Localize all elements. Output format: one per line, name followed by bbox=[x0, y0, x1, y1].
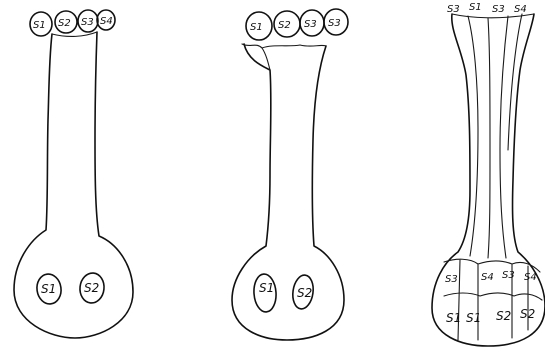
top-label-3: S3 bbox=[304, 19, 317, 30]
bottom-label-6: S1 bbox=[466, 311, 481, 325]
bottom-label-2: S4 bbox=[481, 272, 494, 283]
bottom-cell-1: S1 bbox=[35, 272, 63, 305]
top-label-1: S3 bbox=[447, 4, 460, 15]
top-cell-2: S2 bbox=[55, 11, 77, 33]
bottom-label-1: S1 bbox=[41, 282, 56, 296]
top-lip bbox=[52, 32, 97, 36]
top-cell-4: S3 bbox=[324, 9, 348, 35]
flask-outline bbox=[14, 32, 133, 338]
torn-top bbox=[242, 44, 326, 48]
top-label-1: S1 bbox=[250, 22, 263, 33]
sketch-3: S3 S1 S3 S4 S3 S4 S3 S4 S1 S1 S2 S2 bbox=[432, 2, 545, 346]
flask-outline bbox=[232, 44, 344, 340]
top-cell-4: S4 bbox=[97, 10, 115, 30]
top-label-4: S3 bbox=[328, 18, 341, 29]
top-cell-1: S1 bbox=[246, 12, 272, 40]
sketch-2: S1 S2 S3 S3 S1 S2 bbox=[232, 9, 348, 340]
top-label-1: S1 bbox=[33, 20, 46, 31]
top-label-2: S2 bbox=[278, 20, 291, 31]
bottom-label-8: S2 bbox=[520, 307, 535, 321]
bottom-label-1: S3 bbox=[445, 274, 458, 285]
top-label-4: S4 bbox=[514, 4, 527, 15]
bottom-label-2: S2 bbox=[297, 286, 312, 300]
top-cell-2: S2 bbox=[274, 11, 300, 37]
bottom-cell-1: S1 bbox=[253, 273, 278, 312]
top-label-2: S2 bbox=[58, 18, 71, 29]
top-label-3: S3 bbox=[492, 4, 505, 15]
bottom-cell-2: S2 bbox=[78, 272, 105, 304]
top-label-4: S4 bbox=[100, 16, 113, 27]
strand-3 bbox=[500, 16, 508, 258]
bottom-label-4: S4 bbox=[524, 272, 537, 283]
top-cell-3: S3 bbox=[300, 10, 324, 36]
sketch-1: S1 S2 S3 S4 S1 S2 bbox=[14, 10, 133, 338]
bottom-label-5: S1 bbox=[446, 311, 461, 325]
bottom-label-3: S3 bbox=[502, 270, 515, 281]
bottom-label-2: S2 bbox=[84, 281, 99, 295]
top-label-3: S3 bbox=[81, 17, 94, 28]
top-label-2: S1 bbox=[469, 2, 482, 13]
bottom-cell-2: S2 bbox=[291, 274, 316, 310]
top-cell-1: S1 bbox=[30, 12, 52, 36]
strand-2 bbox=[488, 18, 490, 258]
bottom-label-7: S2 bbox=[496, 309, 511, 323]
top-cell-3: S3 bbox=[78, 10, 98, 32]
bottom-label-1: S1 bbox=[259, 281, 274, 295]
